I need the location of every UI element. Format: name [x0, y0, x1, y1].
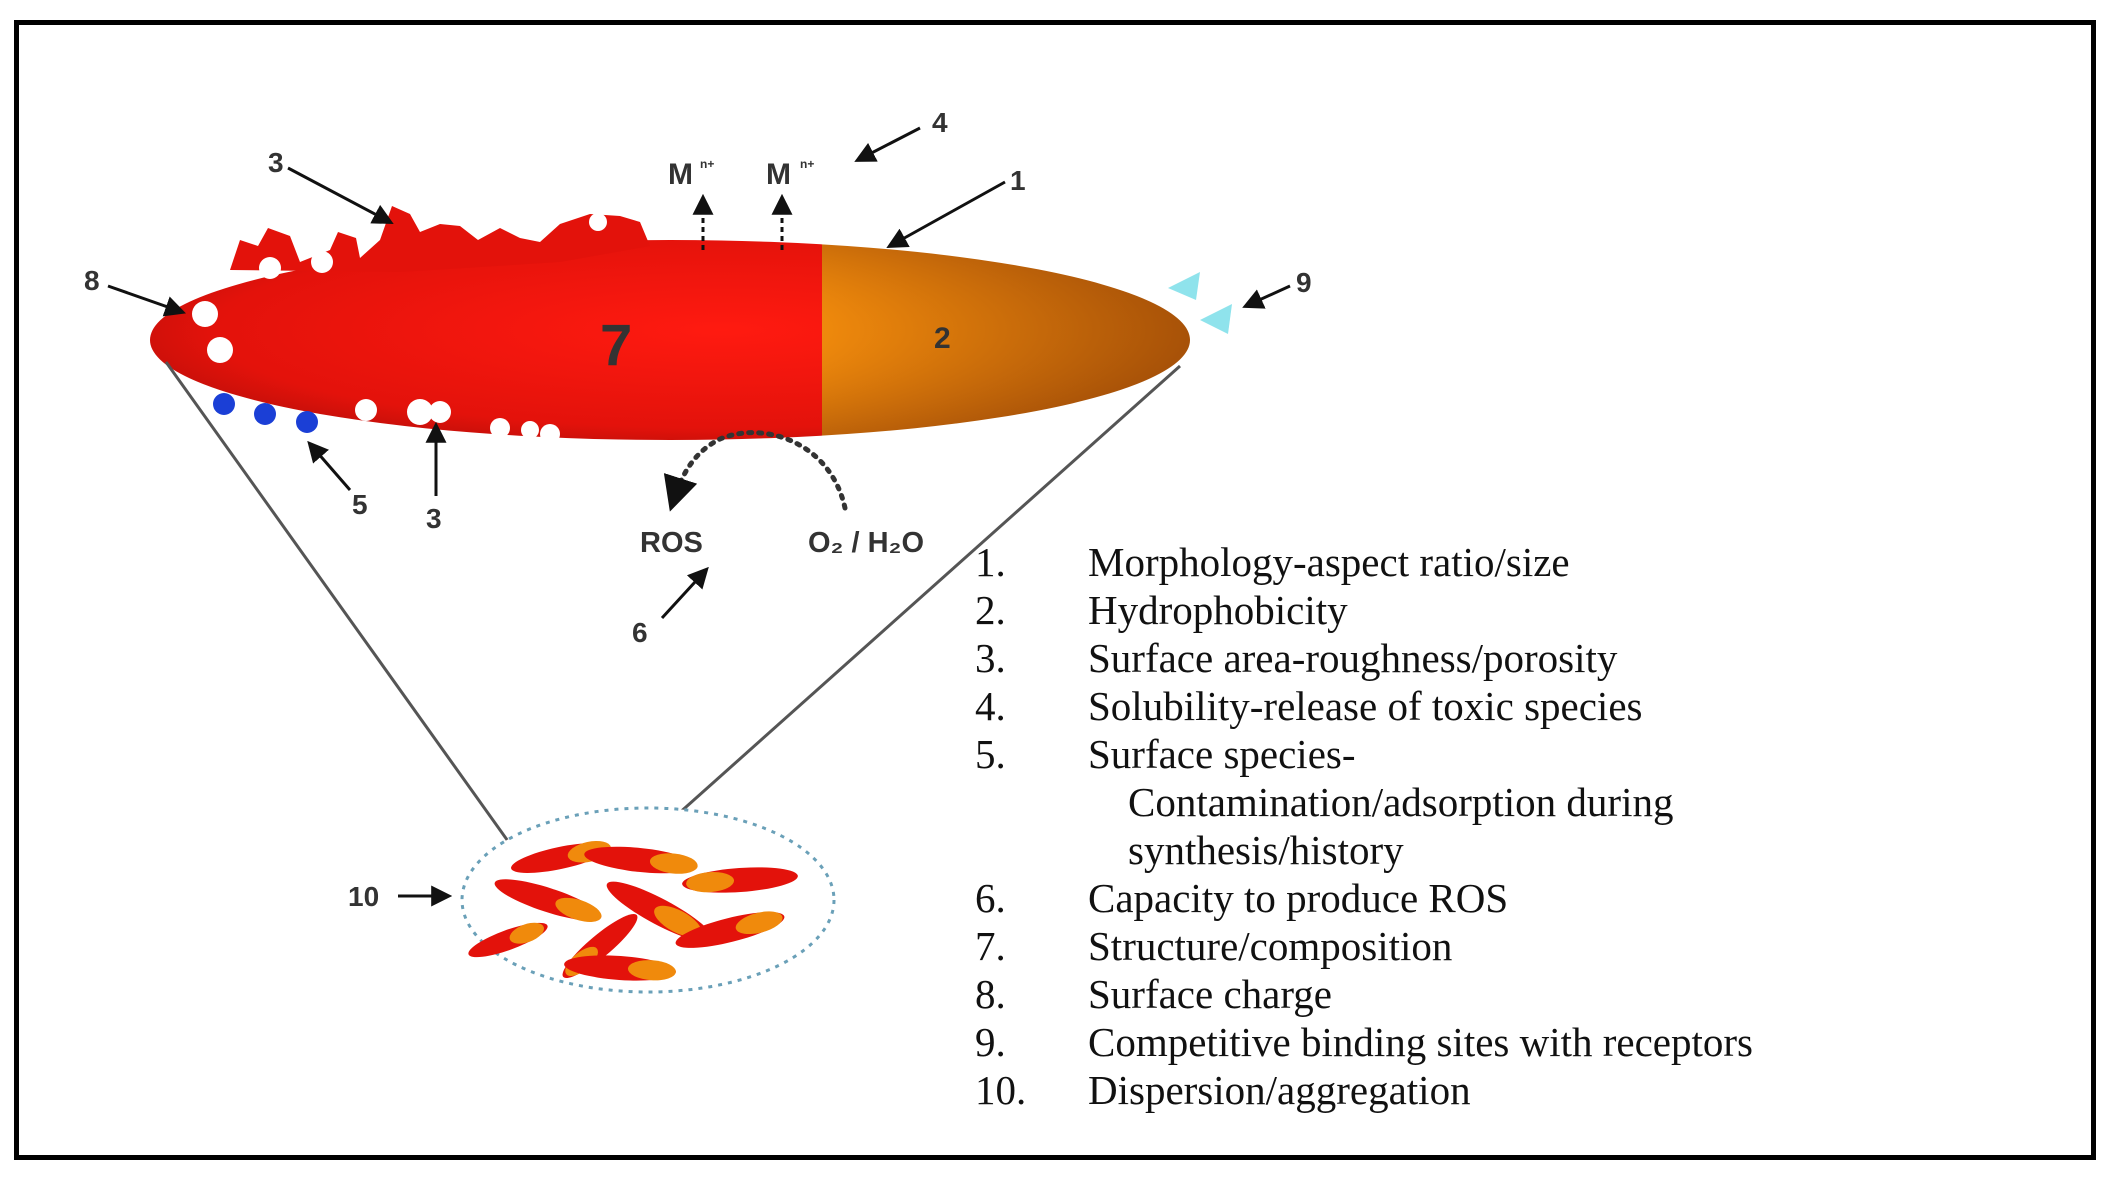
legend-item-2: 2. Hydrophobicity	[975, 587, 1348, 633]
surface-roughness-bumps	[230, 206, 650, 272]
legend-item-5-continuation-2: synthesis/history	[1128, 827, 1404, 873]
callout-3-top: 3	[268, 147, 284, 178]
svg-text:M: M	[668, 158, 693, 191]
callouts: 3 4 1 8 9 5 3 6 10	[84, 107, 1312, 912]
zoom-lines	[164, 361, 1181, 859]
svg-text:M: M	[766, 158, 791, 191]
ros-generation: ROS O₂ / H₂O	[640, 430, 924, 559]
label-7: 7	[600, 313, 632, 378]
figure-frame	[14, 20, 2096, 1160]
o2-h2o-label: O₂ / H₂O	[808, 527, 924, 559]
label-2: 2	[934, 322, 951, 355]
legend-item-7: 7. Structure/composition	[975, 923, 1453, 969]
legend-item-6: 6. Capacity to produce ROS	[975, 875, 1509, 921]
legend-item-8: 8. Surface charge	[975, 971, 1332, 1017]
callout-4: 4	[932, 107, 948, 138]
legend-item-5: 5. Surface species-	[975, 731, 1356, 777]
legend-item-1: 1. Morphology-aspect ratio/size	[975, 539, 1570, 585]
callout-9: 9	[1296, 267, 1312, 298]
ros-label: ROS	[640, 527, 703, 559]
callout-3-bottom: 3	[426, 503, 442, 534]
legend-item-4: 4. Solubility-release of toxic species	[975, 683, 1643, 729]
legend-item-3: 3. Surface area-roughness/porosity	[975, 635, 1618, 681]
surface-species-dots	[213, 393, 318, 433]
svg-text:n+: n+	[800, 157, 814, 171]
callout-1: 1	[1010, 165, 1026, 196]
callout-6: 6	[632, 617, 648, 648]
legend-item-9: 9. Competitive binding sites with recept…	[975, 1019, 1754, 1065]
legend-item-5-continuation-1: Contamination/adsorption during	[1128, 779, 1674, 825]
legend-item-10: 10. Dispersion/aggregation	[975, 1067, 1471, 1113]
svg-text:n+: n+	[700, 157, 714, 171]
callout-5: 5	[352, 489, 368, 520]
callout-8: 8	[84, 265, 100, 296]
legend-list: 1. Morphology-aspect ratio/size 2. Hydro…	[975, 538, 1753, 1114]
metal-ion-release: M n+ M n+	[668, 157, 814, 250]
callout-10: 10	[348, 881, 379, 912]
nanoparticle-body	[150, 206, 1232, 444]
aggregate-cluster	[460, 806, 836, 994]
receptor-binding-sites	[1168, 272, 1232, 334]
surface-pores	[192, 213, 607, 444]
